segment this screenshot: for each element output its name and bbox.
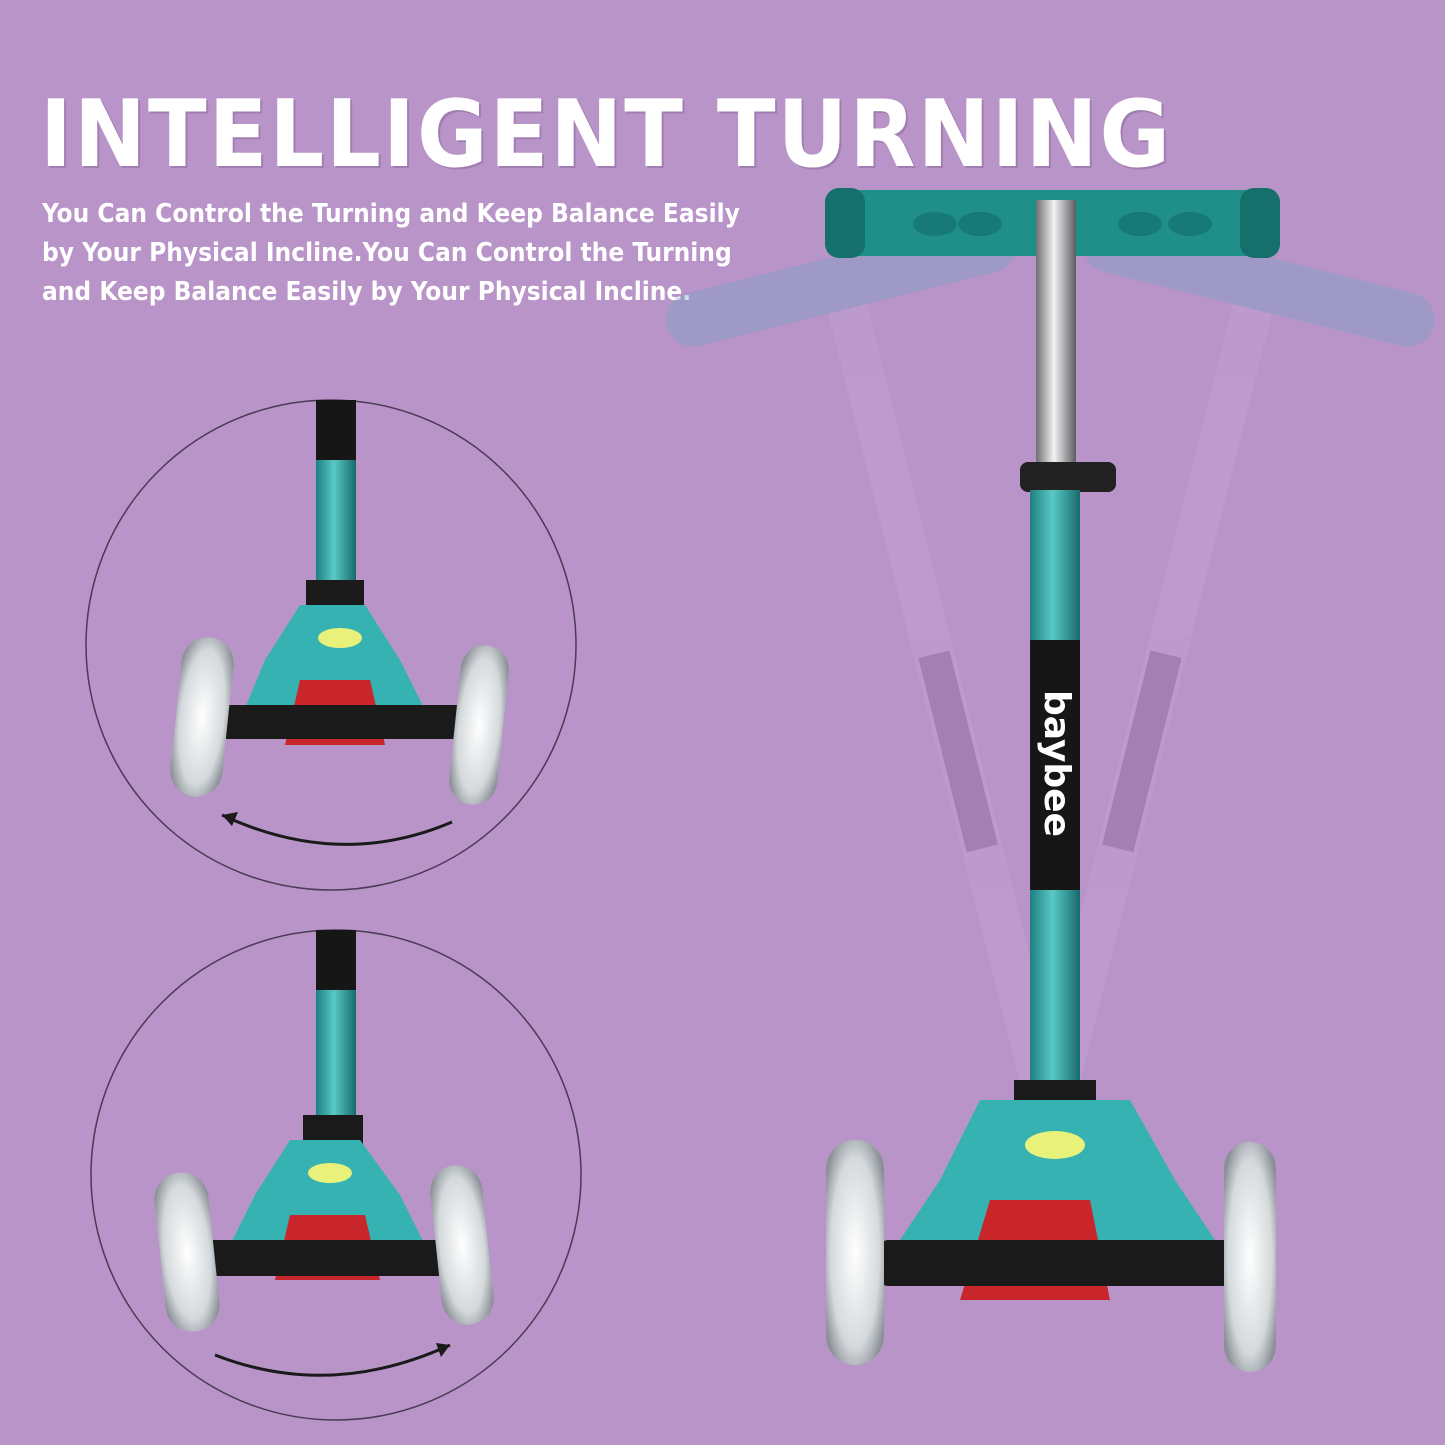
- description-text: You Can Control the Turning and Keep Bal…: [42, 199, 740, 307]
- headline: INTELLIGENT TURNING: [40, 80, 1173, 189]
- main-scooter: baybee: [825, 188, 1280, 1372]
- curved-arrow-left-icon: [221, 813, 453, 846]
- curved-arrow-right-icon: [214, 1343, 451, 1377]
- detail-circle-left-turn: [85, 399, 577, 891]
- pole-logo: baybee: [1036, 690, 1077, 837]
- detail-circle-right-turn: [90, 929, 582, 1421]
